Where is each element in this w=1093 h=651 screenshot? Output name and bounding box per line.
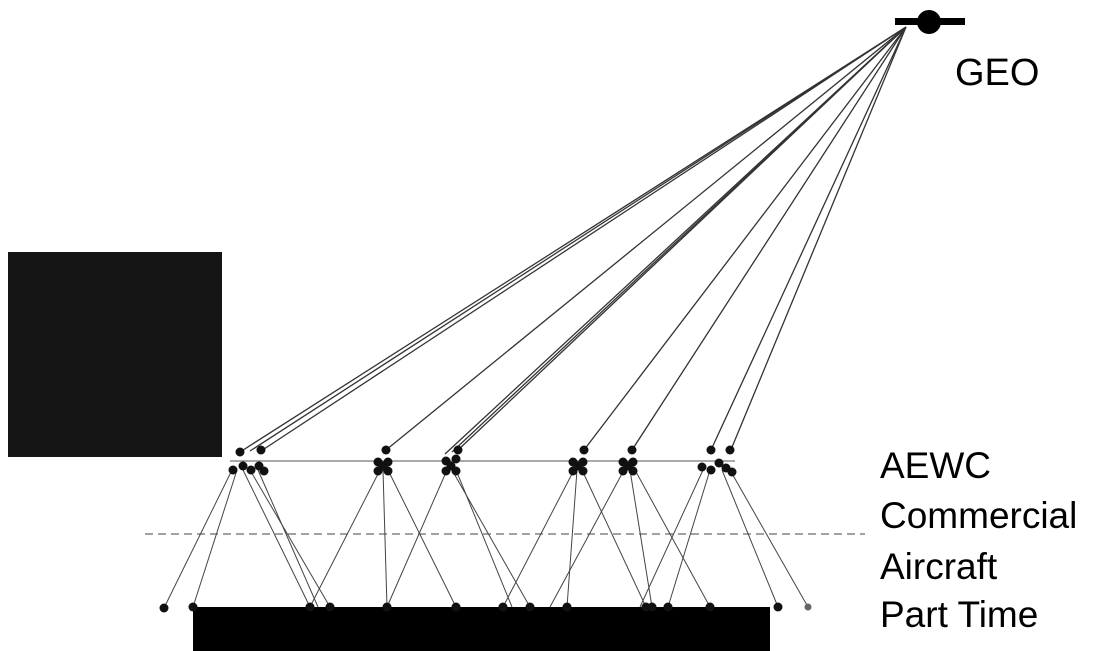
lower-node xyxy=(498,602,508,612)
upper-node xyxy=(697,462,707,472)
upper-node xyxy=(623,461,633,471)
ground-bar xyxy=(193,607,770,651)
lower-node xyxy=(663,602,673,612)
lower-node xyxy=(562,602,572,612)
upper-node xyxy=(579,445,589,455)
lower-node xyxy=(773,602,783,612)
upper-node xyxy=(381,445,391,455)
dark-square-block xyxy=(8,252,222,457)
lower-node xyxy=(382,602,392,612)
lower-node xyxy=(325,602,335,612)
part-time-label: Part Time xyxy=(880,594,1039,635)
upper-node xyxy=(725,445,735,455)
commercial-label: Commercial xyxy=(880,495,1078,536)
geo-label: GEO xyxy=(955,52,1040,94)
upper-nodes xyxy=(228,445,737,477)
aewc-label: AEWC xyxy=(880,445,991,486)
upper-node xyxy=(706,445,716,455)
lower-node xyxy=(188,602,198,612)
upper-node xyxy=(451,454,461,464)
aircraft-label: Aircraft xyxy=(880,546,998,587)
geo-uplinks xyxy=(239,26,907,455)
upper-node xyxy=(228,465,238,475)
upper-node xyxy=(235,447,245,457)
lower-node xyxy=(804,603,812,611)
upper-node xyxy=(453,445,463,455)
upper-node xyxy=(259,466,269,476)
lower-nodes xyxy=(159,602,812,613)
lower-node xyxy=(305,602,315,612)
upper-node xyxy=(706,465,716,475)
lower-node xyxy=(451,602,461,612)
upper-node xyxy=(727,467,737,477)
upper-node xyxy=(714,458,724,468)
upper-node xyxy=(256,445,266,455)
upper-node xyxy=(573,461,583,471)
satellite-icon xyxy=(895,10,965,34)
upper-node xyxy=(378,461,388,471)
lower-node xyxy=(525,602,535,612)
lower-node xyxy=(647,602,657,612)
upper-node xyxy=(238,461,248,471)
lower-node xyxy=(159,603,169,613)
lower-node xyxy=(705,602,715,612)
upper-node xyxy=(246,465,256,475)
upper-node xyxy=(446,461,456,471)
relay-links xyxy=(163,469,809,609)
upper-node xyxy=(627,445,637,455)
